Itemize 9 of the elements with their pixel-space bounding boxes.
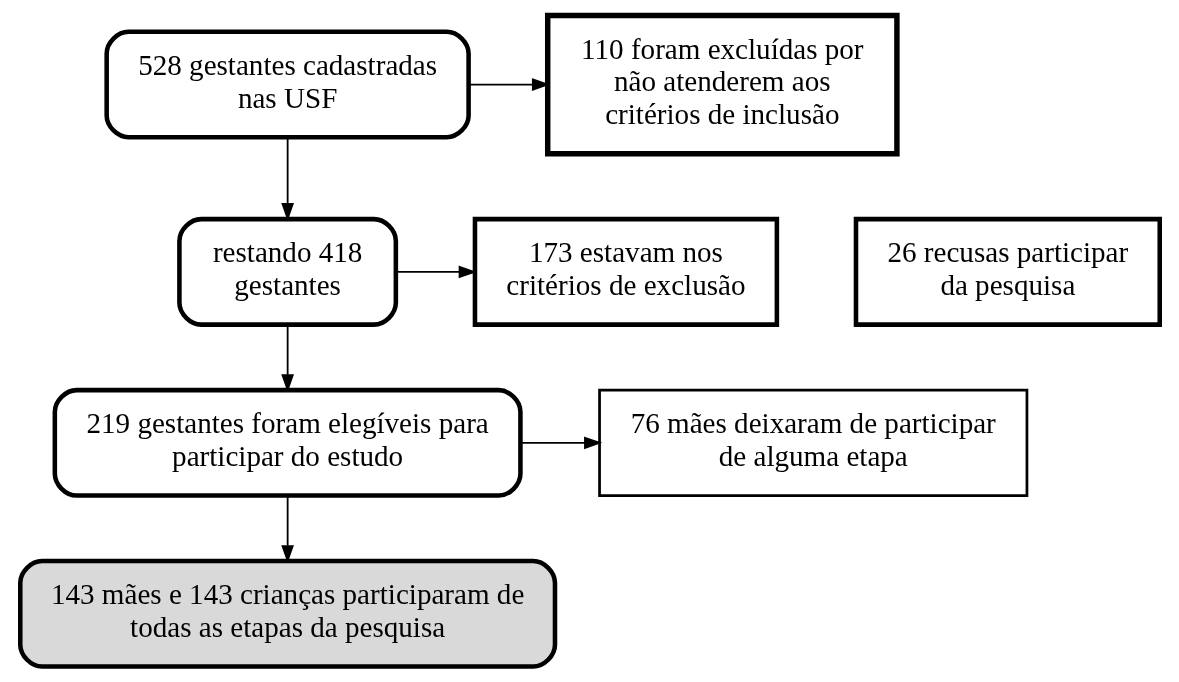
node-box: 143 mães e 143 crianças participaram de todas as etapas da pesquisa — [17, 558, 557, 669]
arrow — [519, 436, 602, 450]
node-box: restando 418 gestantes — [176, 216, 398, 327]
node-box: 110 foram excluídas por não atenderem aos critérios de inclusão — [544, 12, 900, 157]
node-box: 26 recusas participar da pesquisa — [853, 216, 1162, 327]
node-box: 76 mães deixaram de participar de alguma etapa — [597, 388, 1028, 497]
node-box: 528 gestantes cadastradas nas USF — [103, 29, 471, 140]
node-box: 173 estavam nos critérios de exclusão — [472, 216, 779, 327]
node-box: 219 gestantes foram elegíveis para participar do estudo — [52, 387, 523, 498]
